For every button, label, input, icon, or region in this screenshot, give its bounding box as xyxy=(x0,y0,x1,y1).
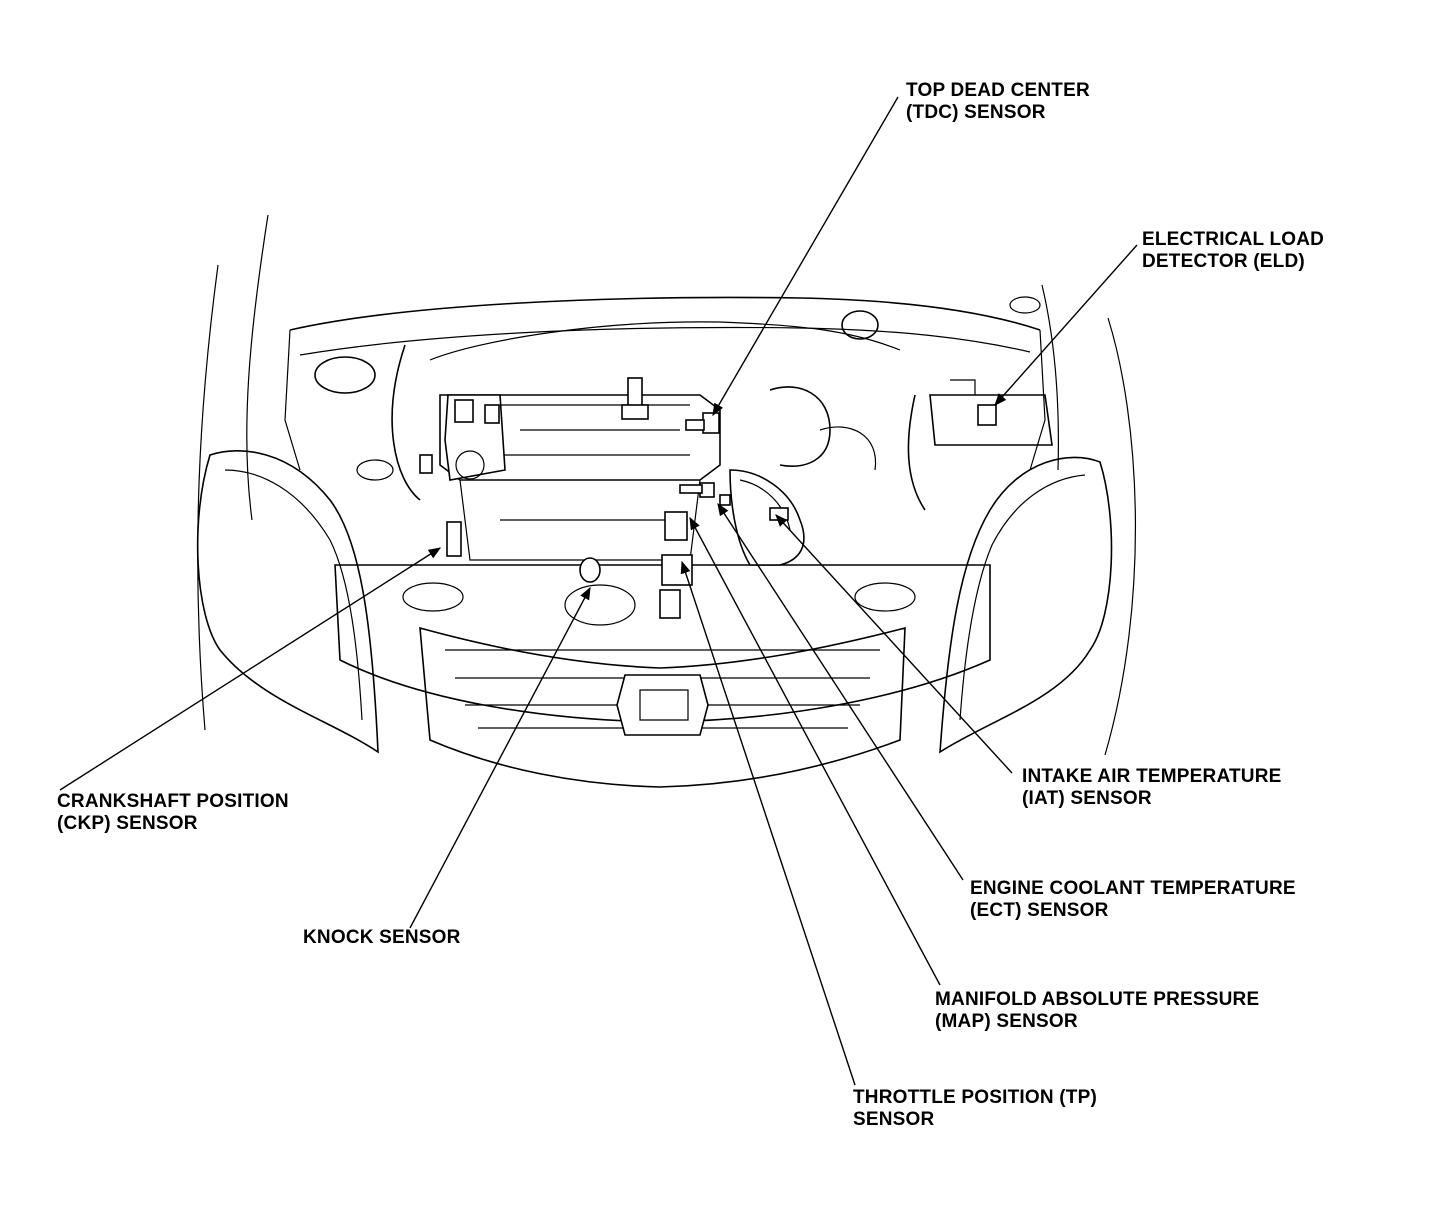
map-leader-line xyxy=(689,516,941,986)
tp-line1: THROTTLE POSITION (TP) xyxy=(853,1087,1097,1108)
map-sensor-part xyxy=(664,511,688,541)
iat-sensor-label: INTAKE AIR TEMPERATURE (IAT) SENSOR xyxy=(1022,766,1282,810)
engine-bay xyxy=(284,296,1053,511)
knock-line1: KNOCK SENSOR xyxy=(303,927,461,948)
ect-line1: ENGINE COOLANT TEMPERATURE xyxy=(970,878,1296,899)
eld-label: ELECTRICAL LOAD DETECTOR (ELD) xyxy=(1142,229,1324,273)
fender-outlines xyxy=(197,214,1136,756)
tp-line2: SENSOR xyxy=(853,1109,935,1130)
iat-line1: INTAKE AIR TEMPERATURE xyxy=(1022,766,1282,787)
ect-line2: (ECT) SENSOR xyxy=(970,900,1109,921)
eld-line1: ELECTRICAL LOAD xyxy=(1142,229,1325,250)
ckp-sensor-part xyxy=(446,521,462,557)
eld-leader-line xyxy=(994,244,1138,406)
tdc-sensor-label: TOP DEAD CENTER (TDC) SENSOR xyxy=(906,80,1090,124)
knock-sensor-label: KNOCK SENSOR xyxy=(303,927,461,949)
tdc-leader-line xyxy=(712,96,899,417)
iat-leader-line xyxy=(775,514,1013,774)
iat-line2: (IAT) SENSOR xyxy=(1022,788,1152,809)
tp-sensor-label: THROTTLE POSITION (TP) SENSOR xyxy=(853,1087,1097,1131)
ckp-leader-line xyxy=(59,547,442,791)
iat-sensor-part xyxy=(719,494,731,506)
left-headlight xyxy=(196,450,379,754)
ect-sensor-label: ENGINE COOLANT TEMPERATURE (ECT) SENSOR xyxy=(970,878,1296,922)
knock-sensor-part xyxy=(579,557,601,583)
front-fascia xyxy=(334,564,991,788)
ckp-line2: (CKP) SENSOR xyxy=(57,813,198,834)
engine-block xyxy=(439,386,877,566)
eld-line2: DETECTOR (ELD) xyxy=(1142,251,1305,272)
tdc-sensor-part xyxy=(702,412,720,434)
ect-leader-line xyxy=(717,502,964,881)
ckp-line1: CRANKSHAFT POSITION xyxy=(57,791,289,812)
tdc-line1: TOP DEAD CENTER xyxy=(906,80,1090,101)
tdc-line2: (TDC) SENSOR xyxy=(906,102,1046,123)
top-sensor-part xyxy=(627,377,643,409)
map-line1: MANIFOLD ABSOLUTE PRESSURE xyxy=(935,989,1260,1010)
map-line2: (MAP) SENSOR xyxy=(935,1011,1078,1032)
map-sensor-label: MANIFOLD ABSOLUTE PRESSURE (MAP) SENSOR xyxy=(935,989,1259,1033)
sensor-components xyxy=(419,377,789,619)
ckp-sensor-label: CRANKSHAFT POSITION (CKP) SENSOR xyxy=(57,791,289,835)
tp-leader-line xyxy=(680,560,856,1086)
leader-lines xyxy=(59,96,1138,1086)
right-headlight xyxy=(939,456,1113,754)
knock-leader-line xyxy=(409,586,591,929)
